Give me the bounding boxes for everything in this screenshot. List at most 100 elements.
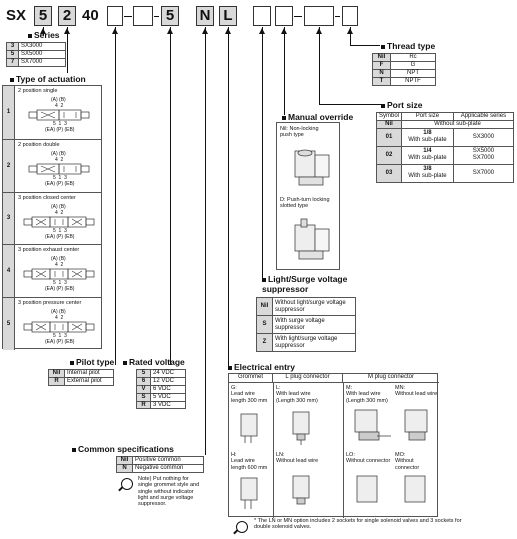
- rated-voltage-title: Rated voltage: [123, 357, 185, 367]
- arrow-icon: [259, 28, 265, 34]
- port-labels-bottom: (EA) (P) (EB): [45, 339, 75, 346]
- valve-symbol: [23, 321, 95, 333]
- actuation-code: 3: [3, 192, 15, 245]
- series-title: Series: [28, 30, 60, 40]
- leader-surge: [262, 27, 263, 280]
- leader-port-h: [319, 104, 381, 105]
- port-labels-top: (A) (B): [51, 256, 66, 263]
- port-numbers-bottom: 5 1 3: [53, 227, 67, 234]
- port-labels-bottom: (EA) (P) (EB): [45, 180, 75, 187]
- valve-symbol: [28, 163, 90, 175]
- model-code-fixed: 40: [82, 7, 99, 24]
- thread-type-title: Thread type: [381, 41, 435, 51]
- m-plug-mn-illustration: [404, 409, 428, 441]
- common-spec-note: Note) Put nothing for single grommet sty…: [138, 476, 200, 508]
- override-nil-label: Nil: Non-locking push type: [280, 126, 319, 139]
- arrow-icon: [347, 28, 353, 34]
- port-labels-bottom: (EA) (P) (EB): [45, 127, 75, 133]
- m-plug-m-label: M: With lead wire (Length 300 mm): [346, 385, 388, 404]
- valve-locking-illustration: [294, 218, 330, 260]
- port-size-title: Port size: [381, 100, 422, 110]
- common-spec-title: Common specifications: [72, 444, 174, 454]
- actuation-label: 3 position closed center: [18, 194, 76, 201]
- m-plug-mo-illustration: [404, 475, 426, 503]
- valve-symbol: [23, 216, 95, 227]
- port-numbers-top: 4 2: [55, 103, 64, 109]
- separator-dash: [335, 16, 340, 17]
- override-d-label: D: Push-turn locking slotted type: [280, 197, 330, 210]
- leader-thread: [350, 27, 351, 45]
- model-code-thread: [342, 6, 358, 26]
- arrow-icon: [64, 28, 70, 34]
- model-prefix: SX: [6, 7, 27, 24]
- valve-symbol: [28, 109, 90, 121]
- actuation-label: 2 position single: [18, 88, 58, 94]
- electrical-panel: Grommet L plug connector M plug connecto…: [228, 373, 439, 518]
- model-code-voltage-value: 5: [161, 6, 179, 26]
- arrow-icon: [281, 28, 287, 34]
- port-numbers-top: 4 2: [55, 156, 64, 163]
- model-code-series: 5: [34, 6, 52, 26]
- arrow-icon: [167, 28, 173, 34]
- port-numbers-bottom: 5 1 3: [53, 121, 67, 127]
- port-numbers-top: 4 2: [55, 315, 64, 322]
- m-plug-lo-illustration: [356, 475, 378, 503]
- model-code-voltage: [133, 6, 153, 26]
- grommet-header: Grommet: [229, 374, 273, 383]
- m-plug-mo-label: MO: Without connector: [395, 452, 420, 471]
- actuation-title: Type of actuation: [10, 74, 86, 84]
- model-code-actuation: 2: [58, 6, 76, 26]
- leader-pilot: [115, 27, 116, 365]
- port-labels-bottom: (EA) (P) (EB): [45, 286, 75, 293]
- magnifier-icon: [121, 478, 133, 490]
- model-code-electrical: L: [219, 6, 237, 26]
- actuation-code: 5: [3, 298, 15, 350]
- port-labels-bottom: (EA) (P) (EB): [45, 233, 75, 240]
- l-plug-l-illustration: [292, 411, 310, 445]
- leader-actuation: [67, 27, 68, 73]
- grommet-g-illustration: [240, 413, 258, 443]
- valve-symbol: [23, 269, 95, 280]
- port-numbers-bottom: 5 1 3: [53, 333, 67, 340]
- actuation-label: 3 position exhaust center: [18, 247, 80, 254]
- port-labels-top: (A) (B): [51, 309, 66, 316]
- actuation-code: 1: [3, 86, 15, 139]
- leader-voltage: [170, 27, 171, 365]
- grommet-h-illustration: [240, 477, 258, 509]
- surge-title: Light/Surge voltage suppressor: [262, 274, 382, 295]
- actuation-code: 2: [3, 139, 15, 192]
- leader-thread-h: [350, 45, 380, 46]
- manual-override-panel: Nil: Non-locking push type D: Push-turn …: [276, 122, 340, 270]
- l-plug-header: L plug connector: [273, 374, 343, 383]
- m-plug-lo-label: LO: Without connector: [346, 452, 391, 465]
- m-plug-mn-label: MN: Without lead wire: [395, 385, 438, 398]
- leader-port: [319, 27, 320, 105]
- port-labels-top: (A) (B): [51, 203, 66, 210]
- leader-common: [205, 27, 206, 455]
- leader-electrical: [228, 27, 229, 366]
- manual-override-title: Manual override: [282, 112, 353, 122]
